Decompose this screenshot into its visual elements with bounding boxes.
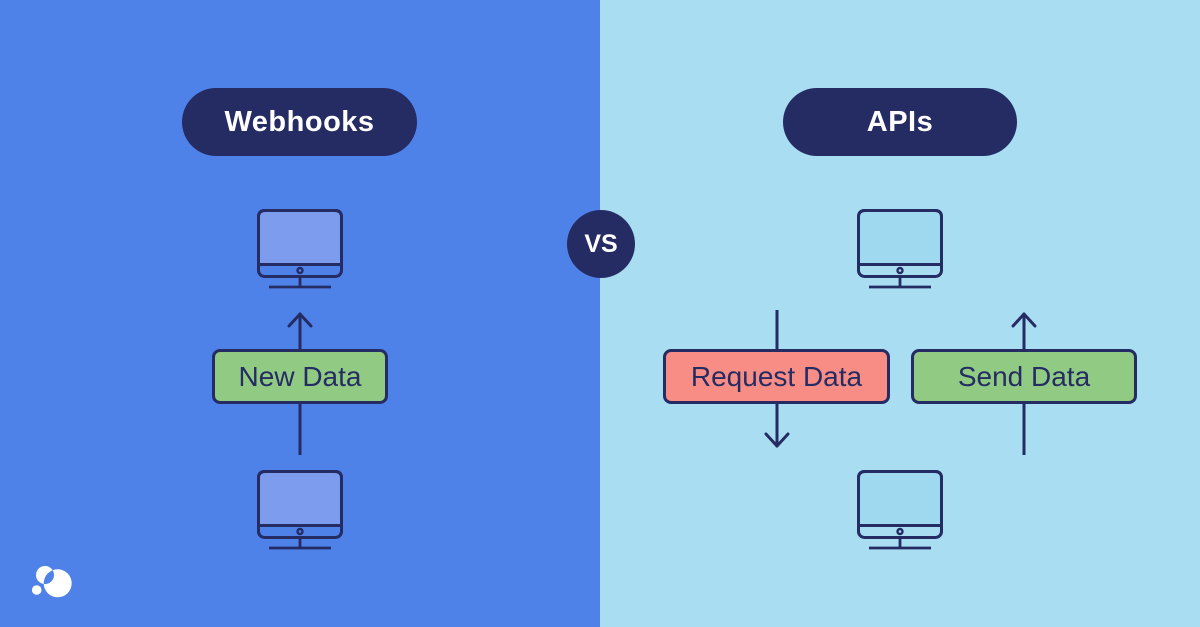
request-data-box: Request Data: [663, 349, 890, 404]
apis-title-pill: APIs: [783, 88, 1017, 156]
send-data-label: Send Data: [957, 360, 1091, 392]
webhooks-title-label: Webhooks: [224, 105, 375, 138]
circles-logo-icon: [31, 566, 72, 598]
webhooks-title-pill: Webhooks: [182, 88, 417, 156]
apis-title-label: APIs: [866, 105, 934, 138]
request-data-label: Request Data: [690, 360, 863, 392]
computer-monitor-icon: [257, 470, 343, 550]
new-data-label: New Data: [238, 360, 362, 392]
computer-monitor-icon: [857, 209, 943, 289]
vs-label: VS: [584, 229, 618, 258]
computer-monitor-icon: [257, 209, 343, 289]
new-data-box: New Data: [212, 349, 388, 404]
computer-monitor-icon: [857, 470, 943, 550]
send-data-box: Send Data: [911, 349, 1137, 404]
vs-badge: VS: [567, 210, 635, 278]
